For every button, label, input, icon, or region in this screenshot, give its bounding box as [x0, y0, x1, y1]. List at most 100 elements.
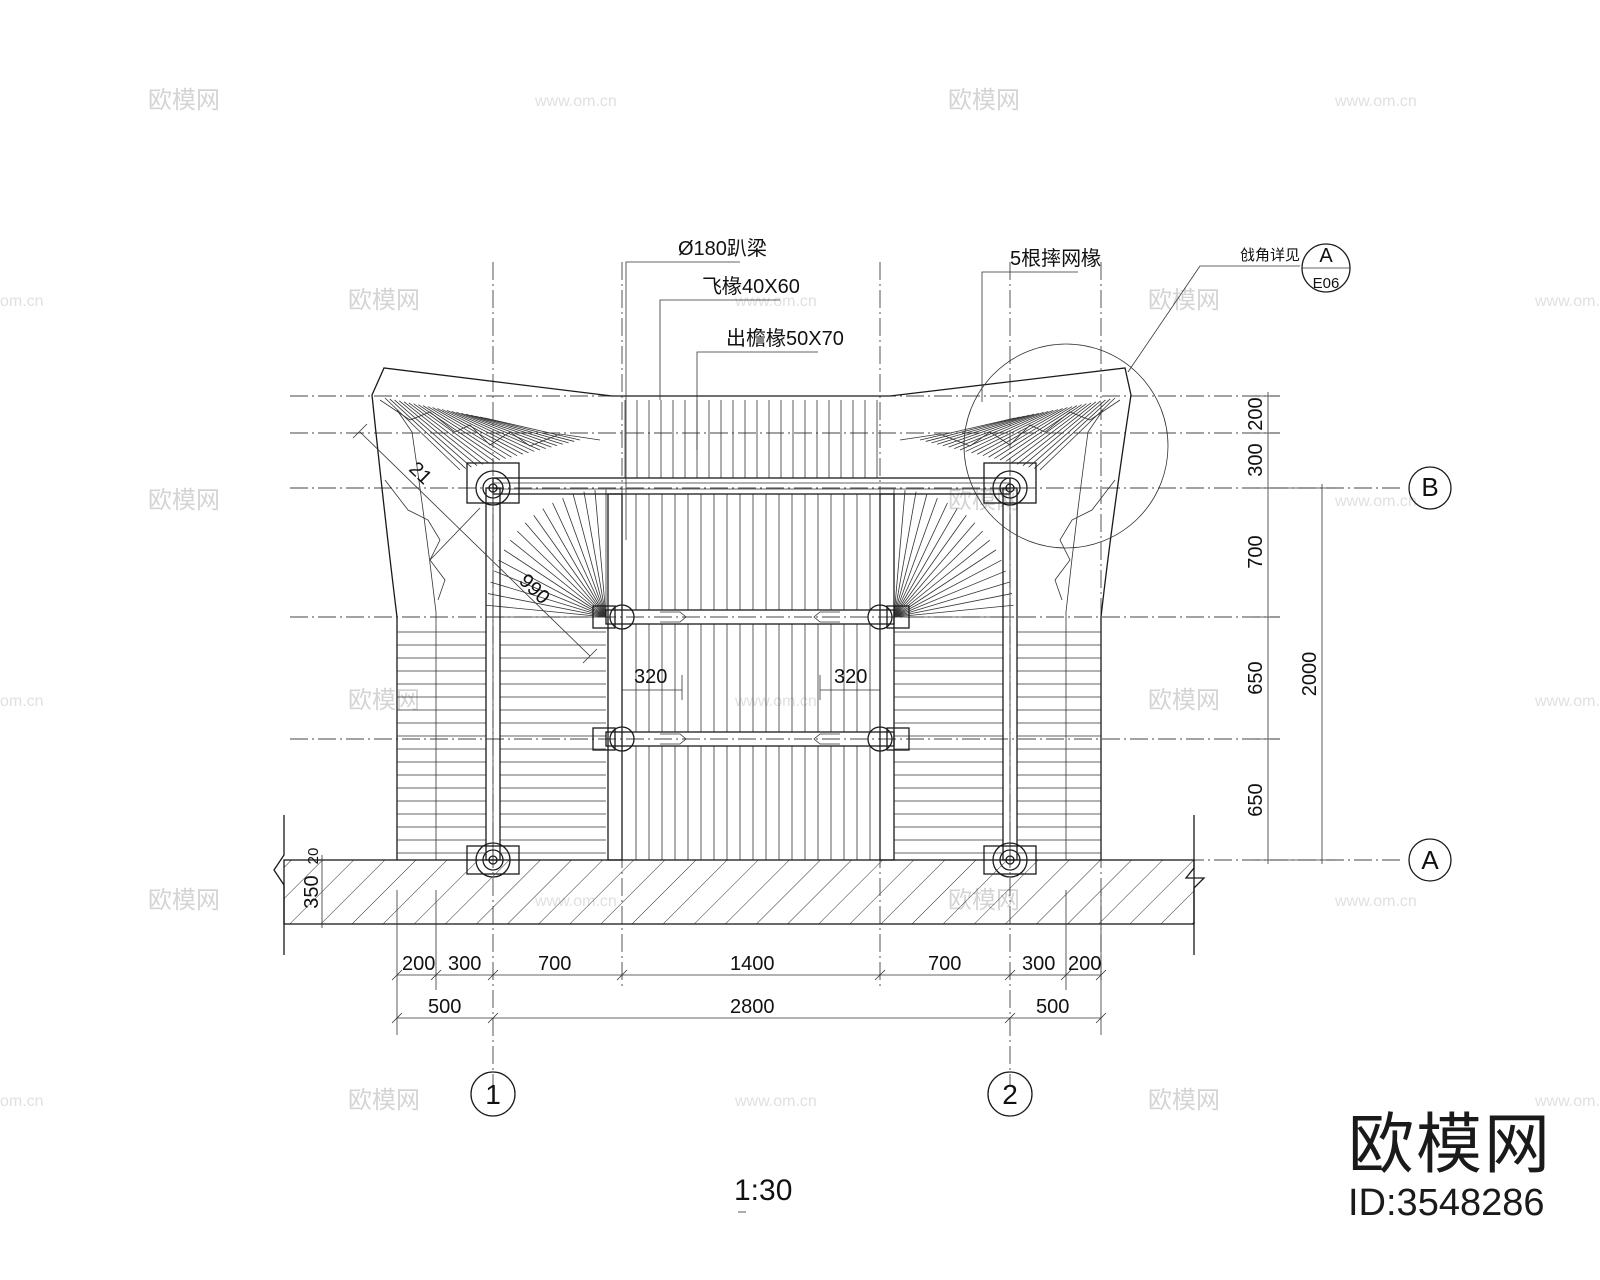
watermark-brand: 欧模网	[148, 87, 220, 114]
rafter-line	[461, 412, 552, 448]
watermark-site: www.om.cn	[1534, 693, 1600, 710]
rafter-line	[1022, 400, 1101, 467]
rafter-line	[948, 412, 1039, 448]
side-rafters	[397, 631, 1101, 854]
dim-left-350: 350	[301, 875, 323, 908]
rafter-line	[893, 593, 1013, 618]
dim-1400: 1400	[730, 953, 775, 975]
corner-detail-circle	[963, 343, 1169, 549]
rafter-line	[503, 549, 607, 618]
rafter-line	[517, 530, 607, 618]
frame-beams	[485, 477, 1018, 861]
rafter-line	[1016, 401, 1097, 465]
rafter-line	[942, 413, 1035, 447]
rafter-line	[408, 402, 489, 464]
right-dimensions: 200 300 700 650 650 2000	[1245, 392, 1335, 864]
watermark-site: www.om.cn	[1334, 893, 1417, 910]
rafter-line	[562, 497, 607, 618]
watermark-site: www.om.cn	[1534, 1093, 1600, 1110]
rafter-line	[437, 408, 524, 455]
rafter-line	[1004, 1012, 1016, 1024]
rafter-line	[893, 502, 948, 618]
rafter-line	[954, 411, 1044, 449]
dim-right-650b: 650	[1245, 783, 1267, 816]
rafter-line	[893, 522, 976, 618]
watermark-site: om.cn	[0, 693, 44, 710]
watermark-brand: 欧模网	[348, 287, 420, 314]
rafter-line	[893, 581, 1010, 618]
label-corner-detail: 戗角详见	[1240, 247, 1300, 264]
watermark-site: www.om.cn	[534, 93, 617, 110]
dim-300-right: 300	[1022, 953, 1055, 975]
rafter-line	[988, 406, 1073, 458]
dim-2800: 2800	[730, 996, 775, 1018]
rafter-line	[572, 494, 607, 618]
rafter-line	[1034, 398, 1111, 469]
rafter-line	[446, 410, 535, 452]
rafter-line	[465, 413, 558, 447]
left-dimensions: 350 20	[301, 848, 323, 909]
inner-dimensions: 320 320	[622, 666, 880, 700]
dim-200-left: 200	[402, 953, 435, 975]
rafter-line	[487, 593, 607, 618]
brand-block: 欧模网 ID:3548286	[1348, 1108, 1552, 1226]
watermark-site: www.om.cn	[734, 1093, 817, 1110]
ground-slab	[273, 815, 1206, 955]
watermark-site: om.cn	[0, 1093, 44, 1110]
roof-plan	[371, 367, 1132, 860]
rafter-line	[971, 409, 1059, 454]
bottom-dimensions: 200 300 700 1400 700 300 200 500 2800 50…	[391, 890, 1107, 1035]
rafter-line	[893, 490, 906, 618]
dim-diagonal: 990	[515, 570, 554, 609]
hip-lines: 990 21	[352, 423, 598, 664]
rafter-line	[432, 407, 518, 457]
axis-label-a: A	[1421, 845, 1439, 875]
rafter-line	[893, 549, 997, 618]
rafter-line	[893, 515, 967, 618]
dim-right-2000: 2000	[1299, 652, 1321, 697]
rafter-line	[976, 408, 1063, 455]
rafter-line	[893, 604, 1014, 618]
rafter-line	[594, 490, 607, 618]
axis-bubbles: B A 1 2	[470, 466, 1452, 1117]
rafter-line	[389, 398, 466, 469]
watermark-layer: 欧模网 欧模网 欧模网 欧模网 欧模网 欧模网 欧模网 欧模网 欧模网 欧模网 …	[0, 87, 1600, 1114]
dim-left-20: 20	[305, 848, 322, 865]
watermark-brand: 欧模网	[1148, 1087, 1220, 1114]
rafter-line	[893, 491, 917, 618]
rafter-line	[982, 407, 1068, 457]
rafter-line	[893, 494, 928, 618]
rafter-line	[484, 417, 581, 441]
brand-name: 欧模网	[1348, 1107, 1552, 1181]
rafter-line	[965, 410, 1054, 452]
rafter-line	[456, 411, 546, 449]
rafter-line	[490, 581, 607, 618]
dim-700-right: 700	[928, 953, 961, 975]
rafter-line	[1011, 402, 1092, 464]
rafter-line	[480, 416, 575, 442]
rafter-line	[616, 969, 628, 981]
dim-right-650a: 650	[1245, 661, 1267, 694]
rafter-line	[893, 570, 1007, 618]
watermark-site: www.om.cn	[1334, 93, 1417, 110]
rafter-line	[427, 406, 512, 458]
rafter-line	[893, 530, 983, 618]
rafter-line	[493, 570, 607, 618]
rafter-line	[893, 497, 938, 618]
watermark-brand: 欧模网	[1148, 687, 1220, 714]
rafter-line	[931, 415, 1025, 444]
rafter-line	[1004, 969, 1016, 981]
watermark-brand: 欧模网	[1148, 287, 1220, 314]
center-rafters	[624, 400, 878, 860]
rafter-line	[422, 405, 506, 459]
rafter-line	[994, 405, 1078, 459]
watermark-site: www.om.cn	[734, 293, 817, 310]
rafter-line	[533, 515, 607, 618]
rafter-line	[475, 415, 569, 444]
rafter-line	[542, 508, 607, 618]
leader-annotations: Ø180趴梁 飞椽40X60 出檐椽50X70 5根摔网椽 戗角详见 A E06	[625, 237, 1351, 549]
watermark-site: www.om.cn	[734, 693, 817, 710]
watermark-brand: 欧模网	[948, 87, 1020, 114]
dim-right-700: 700	[1245, 535, 1267, 568]
